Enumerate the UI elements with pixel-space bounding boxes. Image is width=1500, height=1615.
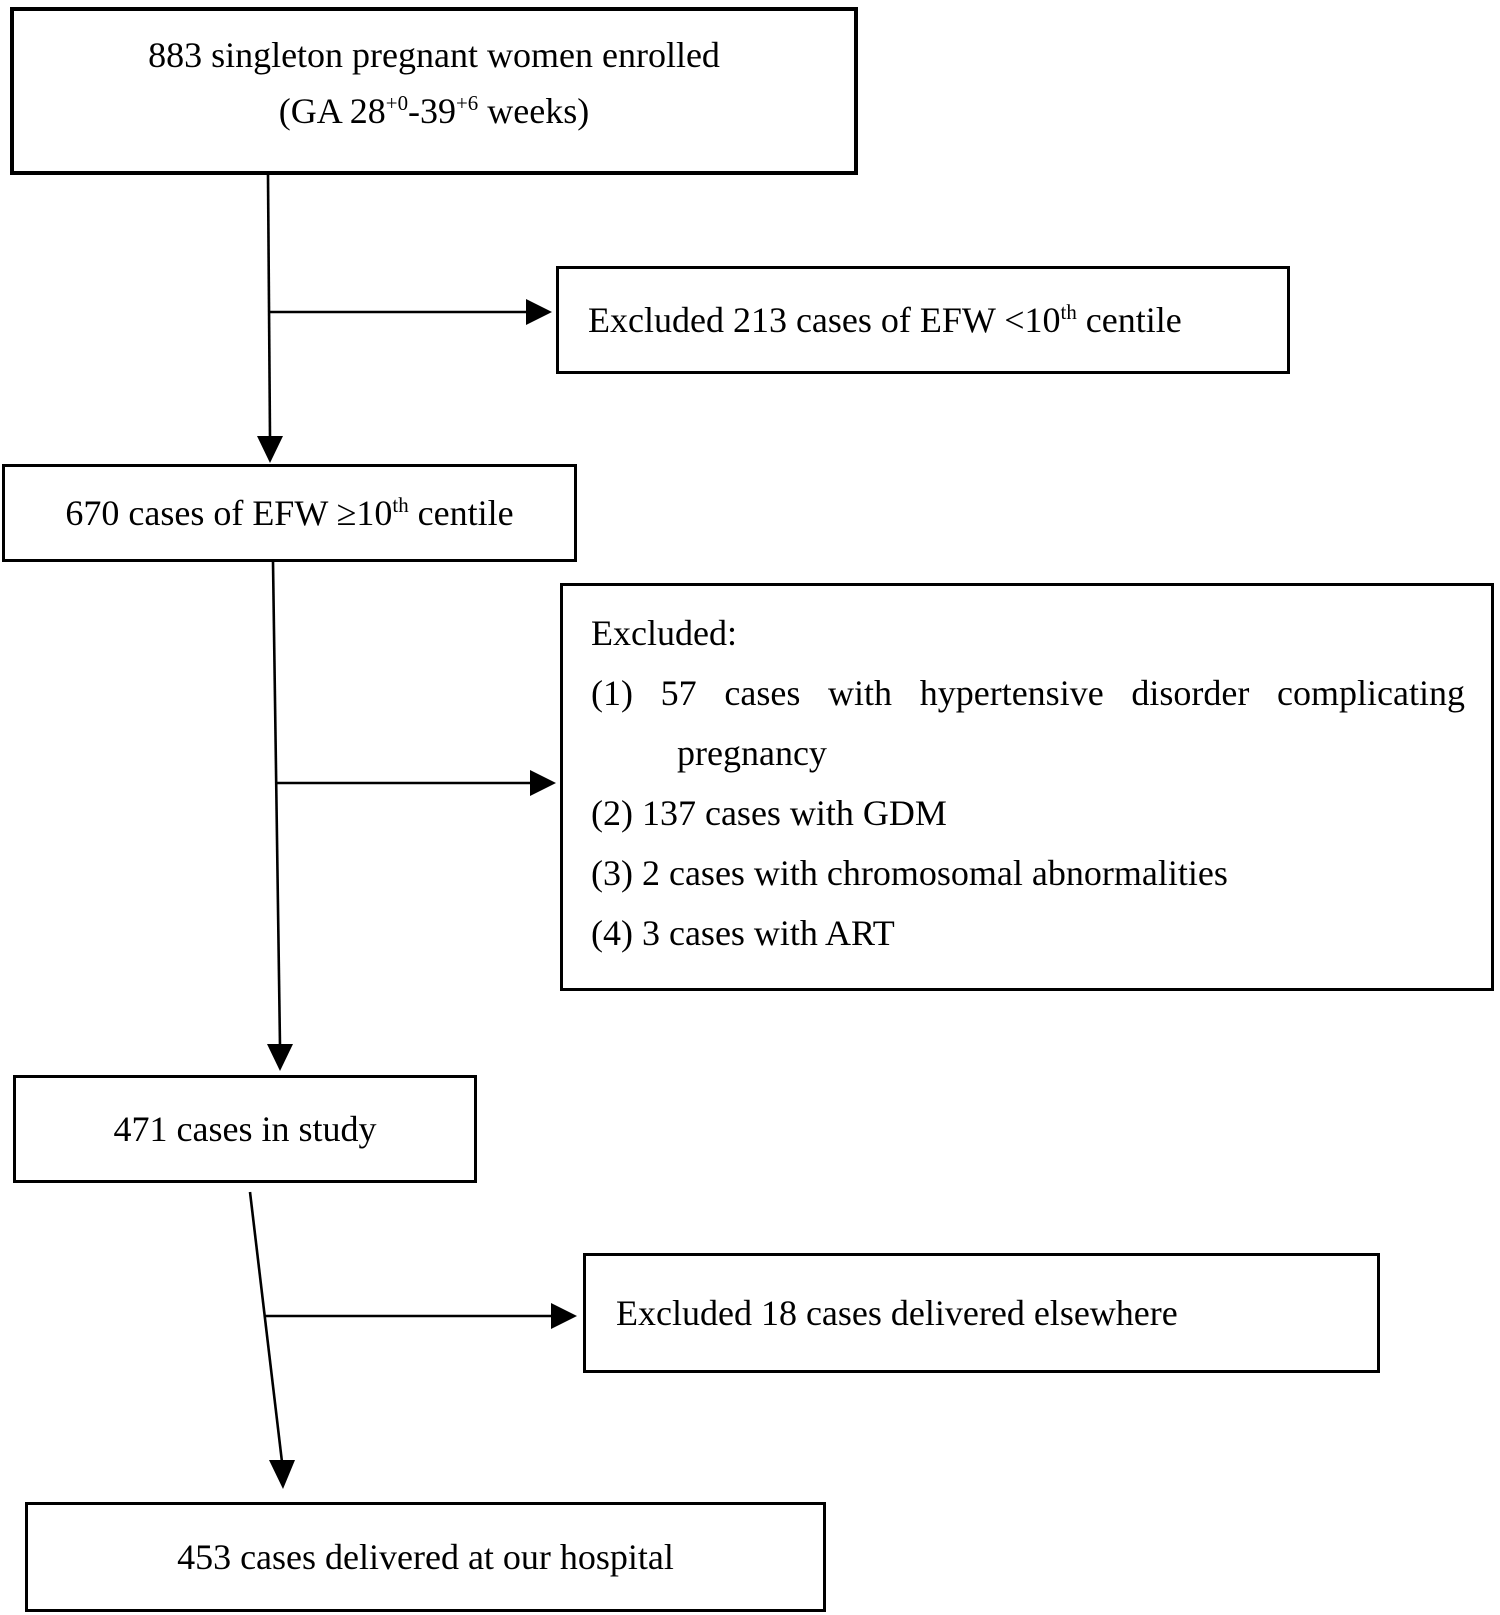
- arrow-enrolled-to-efw-ge10: [257, 174, 283, 463]
- efw-ge10-text: 670 cases of EFW ≥10th centile: [65, 491, 513, 536]
- superscript: th: [392, 492, 409, 517]
- arrow-in-study-to-delivered: [248, 1191, 295, 1489]
- excluded-reason-2: (2) 137 cases with GDM: [591, 793, 947, 833]
- arrow-branch-to-excluded-elsewhere: [264, 1303, 577, 1329]
- excluded-reason-1-line2: pregnancy: [677, 733, 827, 773]
- arrow-branch-to-excluded-reasons: [277, 770, 556, 796]
- delivered-hospital-text: 453 cases delivered at our hospital: [177, 1536, 674, 1577]
- superscript: +6: [456, 91, 479, 116]
- text-part: Excluded 213 cases of EFW <10: [588, 299, 1061, 340]
- text-part: 670 cases of EFW ≥10: [65, 492, 393, 533]
- arrow-efw-ge10-to-in-study: [267, 561, 293, 1071]
- excluded-reasons-heading: Excluded:: [591, 613, 737, 653]
- box-excluded-reasons: Excluded: (1) 57 cases with hypertensive…: [560, 583, 1494, 991]
- box-delivered-hospital: 453 cases delivered at our hospital: [25, 1502, 826, 1612]
- excluded-reason-1-line1: (1) 57 cases with hypertensive disorder …: [591, 673, 1465, 713]
- excluded-reason-4: (4) 3 cases with ART: [591, 913, 895, 953]
- text-part: centile: [1076, 299, 1182, 340]
- excluded-reason-3: (3) 2 cases with chromosomal abnormaliti…: [591, 853, 1228, 893]
- box-excluded-delivered-elsewhere: Excluded 18 cases delivered elsewhere: [583, 1253, 1380, 1373]
- in-study-text: 471 cases in study: [113, 1108, 377, 1149]
- excluded-delivered-elsewhere-text: Excluded 18 cases delivered elsewhere: [616, 1292, 1178, 1333]
- text-part: (GA 28: [278, 91, 386, 131]
- text-part: centile: [408, 492, 514, 533]
- text-part: weeks): [478, 91, 590, 131]
- box-enrolled: 883 singleton pregnant women enrolled (G…: [10, 7, 858, 175]
- superscript: +0: [385, 91, 409, 116]
- enrolled-line1: 883 singleton pregnant women enrolled: [148, 35, 720, 75]
- box-excluded-efw-lt10: Excluded 213 cases of EFW <10th centile: [556, 266, 1290, 374]
- text-part: -39: [408, 91, 457, 131]
- superscript: th: [1060, 299, 1077, 324]
- excluded-efw-text: Excluded 213 cases of EFW <10th centile: [588, 298, 1182, 343]
- enrolled-line2: (GA 28+0-39+6 weeks): [279, 83, 589, 139]
- box-efw-ge10: 670 cases of EFW ≥10th centile: [2, 464, 577, 562]
- arrow-branch-to-excluded-efw: [269, 299, 552, 325]
- box-in-study: 471 cases in study: [13, 1075, 477, 1183]
